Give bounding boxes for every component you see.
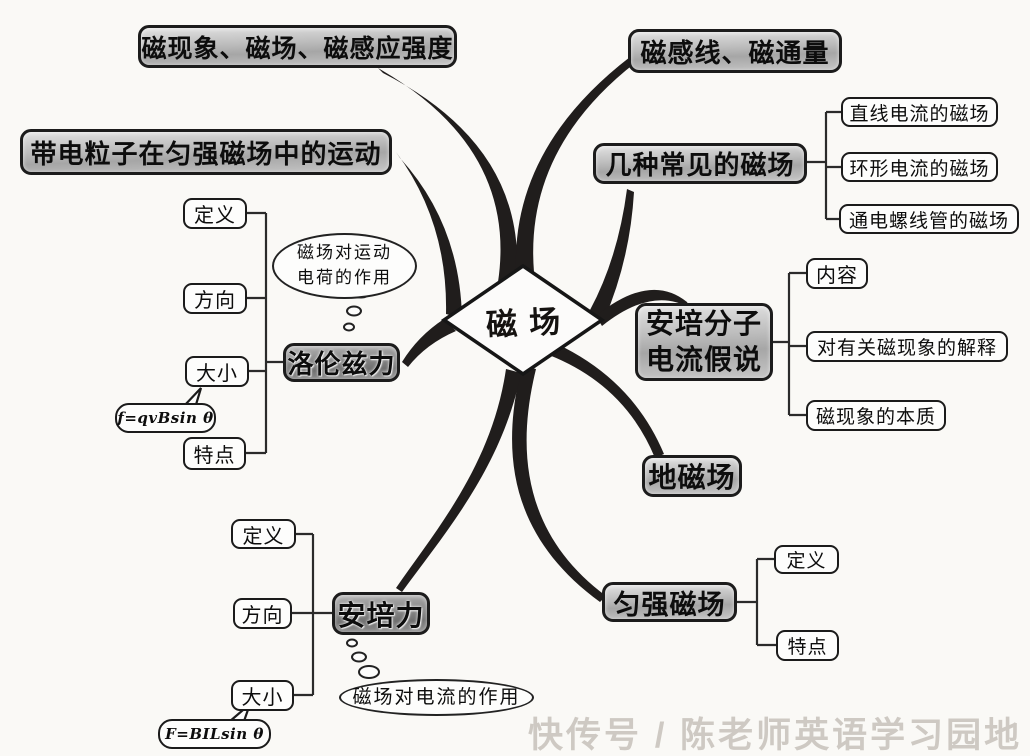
node-uniform-definition[interactable]: 定义 <box>774 545 839 574</box>
node-straight-current-field[interactable]: 直线电流的磁场 <box>841 97 998 127</box>
lorentz-note-line1: 磁场对运动 <box>297 243 392 263</box>
node-uniform-field[interactable]: 匀强磁场 <box>602 582 737 622</box>
center-topic[interactable]: 磁场 <box>485 302 574 343</box>
branch-curves <box>378 57 690 602</box>
node-hypothesis-essence[interactable]: 磁现象的本质 <box>806 400 946 431</box>
node-common-fields[interactable]: 几种常见的磁场 <box>593 143 807 184</box>
node-lorentz-magnitude[interactable]: 大小 <box>185 356 249 387</box>
node-magnetic-phenomena[interactable]: 磁现象、磁场、磁感应强度 <box>138 25 457 68</box>
node-solenoid-field[interactable]: 通电螺线管的磁场 <box>839 204 1019 234</box>
node-ampere-definition[interactable]: 定义 <box>231 519 296 549</box>
ampere-hypothesis-line1: 安培分子 <box>645 307 762 339</box>
child-connectors <box>246 110 841 697</box>
node-ampere-magnitude[interactable]: 大小 <box>231 680 294 711</box>
ampere-formula-bubble[interactable]: F=BILsin θ <box>158 719 271 749</box>
ampere-hypothesis-line2: 电流假说 <box>645 344 762 375</box>
node-charged-particle-motion[interactable]: 带电粒子在匀强磁场中的运动 <box>20 129 392 175</box>
node-hypothesis-content[interactable]: 内容 <box>806 258 868 289</box>
lorentz-formula-bubble[interactable]: f=qvBsin θ <box>115 403 216 433</box>
thought-trails <box>343 285 380 679</box>
node-ampere-hypothesis[interactable]: 安培分子 电流假说 <box>635 303 773 381</box>
node-ring-current-field[interactable]: 环形电流的磁场 <box>841 152 998 182</box>
node-field-lines-flux[interactable]: 磁感线、磁通量 <box>628 29 842 73</box>
lorentz-note-line2: 电荷的作用 <box>297 268 392 287</box>
node-ampere-force[interactable]: 安培力 <box>332 592 430 635</box>
watermark-text: 快传号 / 陈老师英语学习园地 <box>528 716 1023 755</box>
node-geomagnetic-field[interactable]: 地磁场 <box>642 455 742 497</box>
node-uniform-characteristics[interactable]: 特点 <box>776 630 839 661</box>
ampere-note-bubble[interactable]: 磁场对电流的作用 <box>339 679 534 716</box>
node-lorentz-force[interactable]: 洛伦兹力 <box>283 343 400 382</box>
center-diamond[interactable] <box>440 263 606 377</box>
node-hypothesis-explanation[interactable]: 对有关磁现象的解释 <box>806 331 1008 362</box>
node-lorentz-characteristics[interactable]: 特点 <box>183 437 246 470</box>
node-lorentz-direction[interactable]: 方向 <box>183 283 247 314</box>
lorentz-note-bubble[interactable]: 磁场对运动 电荷的作用 <box>272 233 417 299</box>
node-lorentz-definition[interactable]: 定义 <box>183 198 247 229</box>
node-ampere-direction[interactable]: 方向 <box>233 598 292 629</box>
